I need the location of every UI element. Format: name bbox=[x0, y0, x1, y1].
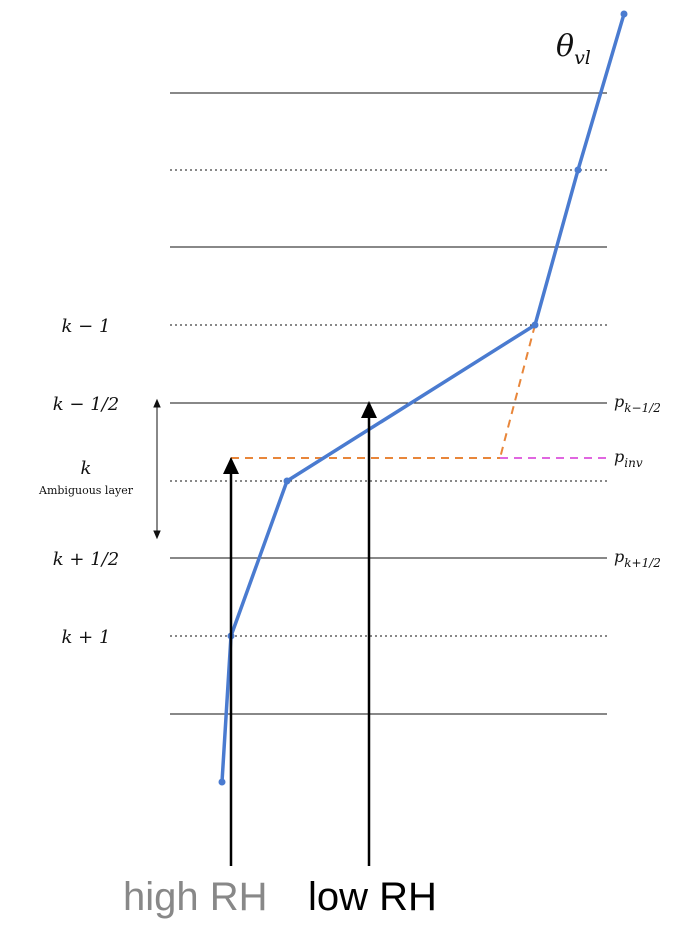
level-lines bbox=[170, 92, 607, 715]
level-label-k-plus-1: k + 1 bbox=[62, 627, 111, 648]
pressure-label-inv: pinv bbox=[614, 447, 643, 470]
extrapolation-dashed-line-upper bbox=[499, 324, 536, 459]
level-label-k-minus-half: k − 1/2 bbox=[53, 394, 119, 415]
pressure-label-k-plus-half: pk+1/2 bbox=[614, 547, 661, 570]
ambiguous-layer-range-arrow bbox=[153, 398, 161, 540]
profile-point bbox=[283, 477, 291, 485]
low-rh-arrowhead bbox=[361, 401, 377, 418]
profile-point bbox=[531, 321, 539, 329]
level-label-k: k bbox=[81, 458, 92, 479]
low-rh-caption: low RH bbox=[308, 875, 437, 919]
ambiguous-layer-label: Ambiguous layer bbox=[38, 484, 134, 497]
level-label-k-plus-half: k + 1/2 bbox=[53, 549, 119, 570]
pressure-label-k-minus-half: pk−1/2 bbox=[614, 392, 661, 415]
profile-point bbox=[574, 166, 582, 174]
high-rh-caption: high RH bbox=[123, 875, 268, 919]
profile-point bbox=[218, 778, 226, 786]
profile-point bbox=[620, 10, 628, 18]
theta-vl-profile-line bbox=[220, 13, 626, 783]
high-rh-arrowhead bbox=[223, 457, 239, 474]
theta-vl-label: θvl bbox=[556, 29, 591, 69]
rh-arrows bbox=[223, 401, 377, 866]
level-label-k-minus-1: k − 1 bbox=[62, 316, 111, 337]
profile-points bbox=[218, 10, 628, 786]
